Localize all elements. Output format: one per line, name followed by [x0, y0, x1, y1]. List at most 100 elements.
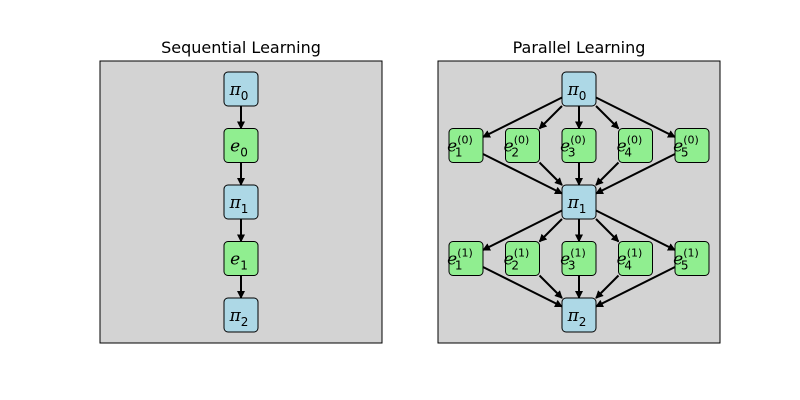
- par-node-e-3-iter-0-box: [561, 128, 597, 163]
- par-node-e-3-iter-1-subscript: 3: [568, 259, 576, 273]
- par-node-e-3-iter-0-subscript: 3: [568, 146, 576, 160]
- seq-node-pi-2-box: [223, 297, 259, 333]
- par-node-e-3-iter-0-label: e(0)3: [560, 134, 586, 160]
- par-node-e-1-iter-0-subscript: 1: [455, 146, 463, 160]
- par-edge-pi1-to-e5-1: [595, 209, 676, 251]
- seq-node-pi-0-label: π0: [229, 80, 249, 103]
- par-node-e-4-iter-1-superscript: (1): [627, 247, 643, 260]
- par-node-pi-2-label: π2: [567, 306, 587, 329]
- par-node-e-2-iter-0-superscript: (0): [514, 134, 530, 147]
- seq-node-e-0-symbol: e: [230, 137, 240, 157]
- seq-node-e-0-label: e0: [230, 137, 248, 160]
- par-node-e-1-iter-0-symbol: e: [447, 137, 457, 157]
- seq-node-e-0-box: [223, 128, 259, 163]
- sequential-panel-title: Sequential Learning: [161, 38, 321, 57]
- par-node-e-3-iter-1-symbol: e: [560, 250, 570, 270]
- par-edge-pi0-to-e2-0: [538, 105, 563, 130]
- seq-node-pi-0-symbol: π: [229, 80, 242, 100]
- par-node-pi-1-subscript: 1: [579, 202, 587, 216]
- par-node-e-2-iter-1-symbol: e: [504, 250, 514, 270]
- par-node-e-5-iter-1-box: [674, 241, 710, 276]
- par-node-e-1-iter-1: e(1)1: [447, 241, 484, 276]
- par-node-pi-2: π2: [561, 297, 597, 333]
- par-node-e-4-iter-1-box: [618, 241, 653, 276]
- par-node-e-2-iter-0-box: [505, 128, 540, 163]
- seq-node-e-0: e0: [223, 128, 259, 163]
- par-node-e-2-iter-0: e(0)2: [504, 128, 540, 163]
- par-node-e-5-iter-1-superscript: (1): [683, 247, 699, 260]
- par-node-e-5-iter-0-subscript: 5: [681, 146, 689, 160]
- par-node-e-1-iter-1-box: [448, 241, 484, 276]
- par-node-e-3-iter-1-label: e(1)3: [560, 247, 586, 273]
- par-node-e-1-iter-1-superscript: (1): [457, 247, 473, 260]
- par-edge-e2-1-to-pi2: [538, 274, 563, 299]
- seq-node-pi-2: π2: [223, 297, 259, 333]
- par-node-e-5-iter-0: e(0)5: [673, 128, 710, 163]
- par-node-e-2-iter-0-subscript: 2: [511, 146, 519, 160]
- seq-node-pi-1-box: [223, 184, 259, 220]
- par-node-pi-0-symbol: π: [567, 80, 580, 100]
- par-node-e-2-iter-0-symbol: e: [504, 137, 514, 157]
- seq-node-pi-1: π1: [223, 184, 259, 220]
- par-edge-pi1-to-e4-1: [595, 218, 620, 243]
- par-edge-e5-1-to-pi2: [595, 266, 676, 308]
- seq-node-e-1-subscript: 1: [240, 259, 248, 273]
- par-node-e-4-iter-0-symbol: e: [617, 137, 627, 157]
- seq-node-pi-2-subscript: 2: [241, 315, 249, 329]
- par-node-e-4-iter-1-subscript: 4: [624, 259, 632, 273]
- par-node-pi-0-subscript: 0: [579, 89, 587, 103]
- par-node-e-5-iter-1-symbol: e: [673, 250, 683, 270]
- seq-node-pi-0: π0: [223, 71, 259, 107]
- par-node-e-4-iter-1: e(1)4: [617, 241, 653, 276]
- par-node-e-5-iter-0-box: [674, 128, 710, 163]
- par-node-pi-1-label: π1: [567, 193, 587, 216]
- par-edge-e4-1-to-pi2: [595, 274, 620, 299]
- par-node-e-5-iter-0-label: e(0)5: [673, 134, 699, 160]
- seq-node-e-1-symbol: e: [230, 250, 240, 270]
- seq-node-pi-0-box: [223, 71, 259, 107]
- par-node-e-3-iter-1-superscript: (1): [570, 247, 586, 260]
- par-node-e-1-iter-1-label: e(1)1: [447, 247, 473, 273]
- par-node-pi-2-symbol: π: [567, 306, 580, 326]
- seq-node-pi-2-symbol: π: [229, 306, 242, 326]
- par-node-e-1-iter-0: e(0)1: [447, 128, 484, 163]
- par-node-e-1-iter-1-subscript: 1: [455, 259, 463, 273]
- par-node-e-3-iter-0-symbol: e: [560, 137, 570, 157]
- par-node-e-4-iter-0-label: e(0)4: [617, 134, 643, 160]
- par-node-e-5-iter-1-subscript: 5: [681, 259, 689, 273]
- par-edge-pi0-to-e1-0: [482, 96, 563, 138]
- par-node-pi-1-box: [561, 184, 597, 220]
- par-edge-pi1-to-e1-1: [482, 209, 563, 251]
- par-edge-e1-0-to-pi1: [482, 153, 563, 195]
- par-edge-e5-0-to-pi1: [595, 153, 676, 195]
- par-node-e-1-iter-0-box: [448, 128, 484, 163]
- par-node-pi-0: π0: [561, 71, 597, 107]
- par-node-e-4-iter-0-superscript: (0): [627, 134, 643, 147]
- par-node-e-4-iter-0-box: [618, 128, 653, 163]
- par-node-e-5-iter-0-symbol: e: [673, 137, 683, 157]
- par-node-e-5-iter-1: e(1)5: [673, 241, 710, 276]
- par-node-e-4-iter-0-subscript: 4: [624, 146, 632, 160]
- par-node-e-1-iter-0-label: e(0)1: [447, 134, 473, 160]
- par-node-e-3-iter-1: e(1)3: [560, 241, 597, 276]
- par-node-pi-0-label: π0: [567, 80, 587, 103]
- par-node-pi-1: π1: [561, 184, 597, 220]
- par-node-e-1-iter-0-superscript: (0): [457, 134, 473, 147]
- par-node-e-3-iter-0-superscript: (0): [570, 134, 586, 147]
- par-node-pi-2-subscript: 2: [579, 315, 587, 329]
- par-node-e-5-iter-0-superscript: (0): [683, 134, 699, 147]
- par-node-e-2-iter-0-label: e(0)2: [504, 134, 530, 160]
- par-node-e-4-iter-1-symbol: e: [617, 250, 627, 270]
- seq-node-pi-2-label: π2: [229, 306, 249, 329]
- par-edge-pi0-to-e5-0: [595, 96, 676, 138]
- seq-node-pi-1-subscript: 1: [241, 202, 249, 216]
- seq-node-e-1: e1: [223, 241, 259, 276]
- par-node-e-1-iter-1-symbol: e: [447, 250, 457, 270]
- parallel-edges: [482, 96, 676, 308]
- seq-node-e-0-subscript: 0: [240, 146, 248, 160]
- par-edge-e4-0-to-pi1: [595, 161, 620, 186]
